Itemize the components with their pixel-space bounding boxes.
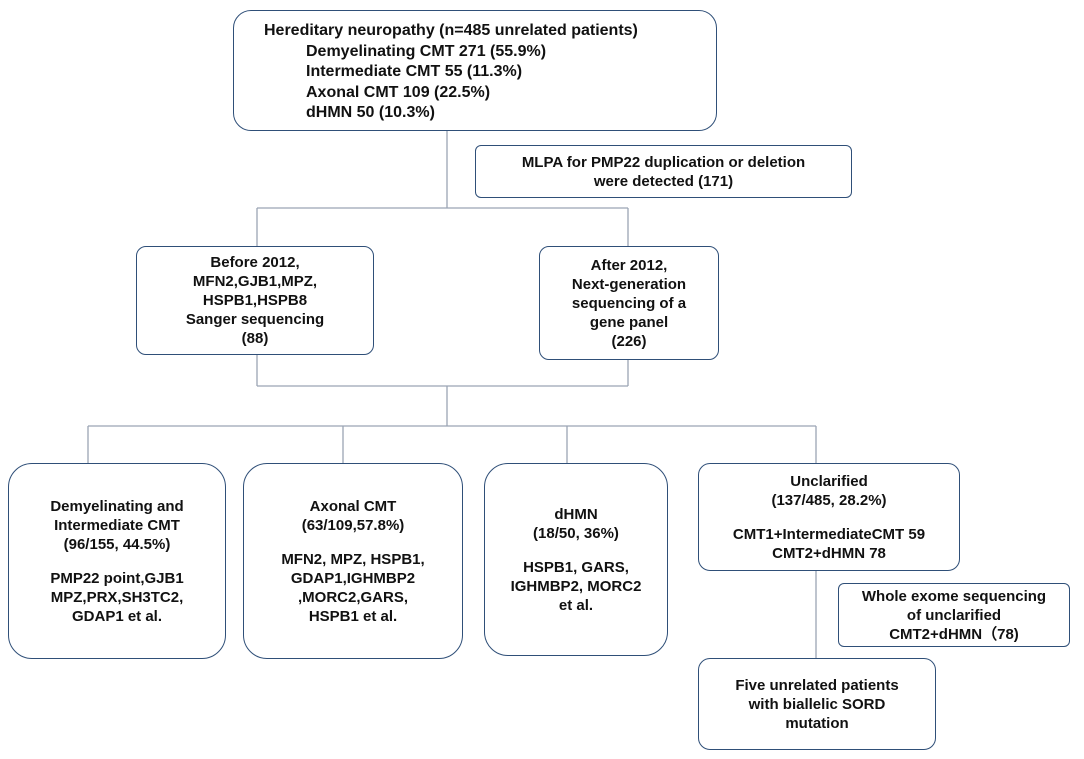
dhmn-gene-line: IGHMBP2, MORC2: [510, 577, 642, 595]
dhmn-header-line: dHMN: [554, 505, 598, 523]
unclarified-detail-line: CMT1+IntermediateCMT 59: [732, 525, 926, 543]
after-line: (226): [611, 332, 647, 350]
after-line: Next-generation: [571, 275, 687, 293]
sord-line: mutation: [785, 714, 849, 732]
before-line: Sanger sequencing: [185, 311, 325, 328]
top-box-line: Axonal CMT 109 (22.5%): [306, 83, 491, 101]
demyelinating-gene-line: GDAP1 et al.: [71, 607, 163, 625]
dhmn-gene-line: et al.: [558, 596, 594, 614]
hereditary-neuropathy-box: Hereditary neuropathy (n=485 unrelated p…: [233, 10, 717, 131]
axonal-header-line: (63/109,57.8%): [301, 516, 405, 534]
wes-line: of unclarified: [906, 606, 1002, 624]
after-line: gene panel: [589, 313, 669, 331]
unclarified-header-line: (137/485, 28.2%): [771, 491, 887, 509]
mlpa-box: MLPA for PMP22 duplication or deletion w…: [475, 145, 852, 198]
axonal-gene-line: ,MORC2,GARS,: [297, 588, 408, 606]
top-box-line: Demyelinating CMT 271 (55.9%): [306, 42, 547, 60]
dhmn-header-line: (18/50, 36%): [533, 524, 619, 542]
before-2012-box: Before 2012, MFN2,GJB1,MPZ, HSPB1,HSPB8 …: [136, 246, 374, 355]
unclarified-header-line: Unclarified: [790, 472, 868, 490]
demyelinating-header-line: Demyelinating and: [50, 497, 184, 515]
sord-line: with biallelic SORD: [748, 695, 886, 713]
sord-line: Five unrelated patients: [735, 676, 899, 694]
wes-line: CMT2+dHMN（78): [889, 625, 1019, 643]
unclarified-detail-line: CMT2+dHMN 78: [772, 544, 886, 562]
axonal-header-line: Axonal CMT: [309, 497, 397, 515]
top-box-line: Intermediate CMT 55 (11.3%): [306, 63, 523, 80]
unclarified-box: Unclarified (137/485, 28.2%) CMT1+Interm…: [698, 463, 960, 571]
demyelinating-intermediate-box: Demyelinating and Intermediate CMT (96/1…: [8, 463, 226, 659]
wes-line: Whole exome sequencing: [861, 587, 1047, 605]
after-line: sequencing of a: [571, 294, 687, 312]
demyelinating-header-line: Intermediate CMT: [54, 516, 180, 534]
top-box-title: Hereditary neuropathy (n=485 unrelated p…: [264, 22, 638, 39]
before-line: Before 2012,: [210, 254, 300, 271]
demyelinating-gene-line: MPZ,PRX,SH3TC2,: [50, 588, 184, 606]
top-box-line: dHMN 50 (10.3%): [306, 104, 435, 121]
whole-exome-sequencing-box: Whole exome sequencing of unclarified CM…: [838, 583, 1070, 647]
mlpa-line: were detected (171): [593, 172, 734, 190]
mlpa-line: MLPA for PMP22 duplication or deletion: [521, 153, 806, 171]
axonal-gene-line: HSPB1 et al.: [308, 607, 398, 625]
before-line: (88): [241, 330, 269, 347]
demyelinating-gene-line: PMP22 point,GJB1: [50, 569, 184, 587]
axonal-gene-line: MFN2, MPZ, HSPB1,: [281, 550, 425, 568]
dhmn-gene-line: HSPB1, GARS,: [523, 558, 629, 576]
before-line: HSPB1,HSPB8: [202, 292, 308, 309]
after-2012-box: After 2012, Next-generation sequencing o…: [539, 246, 719, 360]
axonal-cmt-box: Axonal CMT (63/109,57.8%) MFN2, MPZ, HSP…: [243, 463, 463, 659]
demyelinating-header-line: (96/155, 44.5%): [63, 535, 171, 553]
axonal-gene-line: GDAP1,IGHMBP2: [290, 569, 416, 587]
after-line: After 2012,: [590, 256, 668, 274]
dhmn-box: dHMN (18/50, 36%) HSPB1, GARS, IGHMBP2, …: [484, 463, 668, 656]
sord-mutation-box: Five unrelated patients with biallelic S…: [698, 658, 936, 750]
before-line: MFN2,GJB1,MPZ,: [192, 273, 318, 290]
